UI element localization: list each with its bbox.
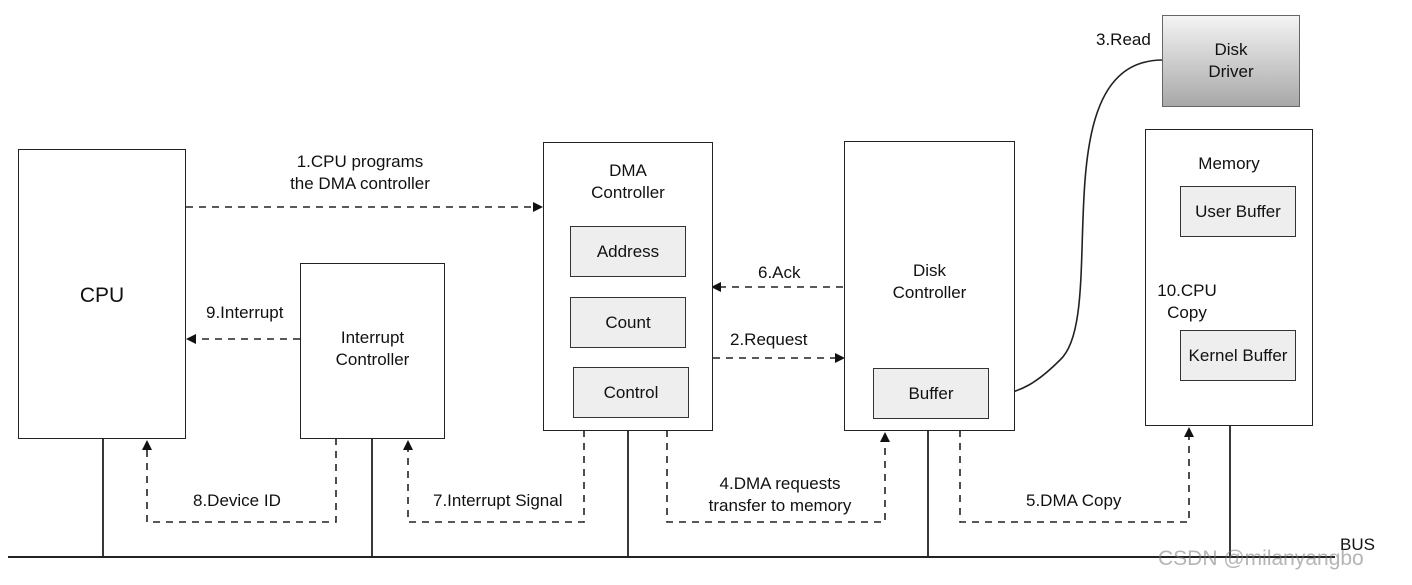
edge-step7-label: 7.Interrupt Signal (433, 491, 563, 510)
cpu-label: CPU (79, 284, 125, 307)
dma-control-register: Control (573, 367, 689, 418)
edge-step10-label: 10.CPU Copy (1157, 281, 1217, 322)
edge-step6-label: 6.Ack (758, 263, 801, 282)
edge-step8-label: 8.Device ID (193, 491, 281, 510)
user-buffer: User Buffer (1180, 186, 1296, 237)
edge-step8 (142, 438, 337, 523)
memory-label: Memory (1198, 154, 1260, 173)
edge-step5 (959, 427, 1194, 523)
disk-driver-label: Disk Driver (1208, 40, 1254, 81)
kernel-buffer: Kernel Buffer (1180, 330, 1296, 381)
dma-controller-label: DMA Controller (591, 161, 665, 202)
interrupt-controller-box (300, 263, 445, 439)
cpu-box (18, 149, 186, 439)
bus-label: BUS (1340, 535, 1375, 554)
edge-step2-label: 2.Request (730, 330, 808, 349)
edge-step3-label: 3.Read (1096, 30, 1151, 49)
edge-step7 (403, 430, 585, 523)
watermark: CSDN @milanyangbo (1158, 547, 1364, 570)
edge-step4 (666, 430, 890, 523)
disk-controller-label: Disk Controller (892, 261, 967, 302)
edge-step3 (989, 59, 1164, 400)
edge-step1-label: 1.CPU programs the DMA controller (290, 152, 430, 193)
disk-driver-box (1162, 15, 1300, 107)
dma-address-register: Address (570, 226, 686, 277)
edge-step4-label: 4.DMA requests transfer to memory (708, 474, 852, 515)
disk-buffer: Buffer (873, 368, 989, 419)
interrupt-controller-label: Interrupt Controller (335, 328, 410, 369)
edge-step9-label: 9.Interrupt (206, 303, 284, 322)
dma-count-register: Count (570, 297, 686, 348)
bus-connectors (102, 425, 1231, 557)
edge-step5-label: 5.DMA Copy (1026, 491, 1122, 510)
